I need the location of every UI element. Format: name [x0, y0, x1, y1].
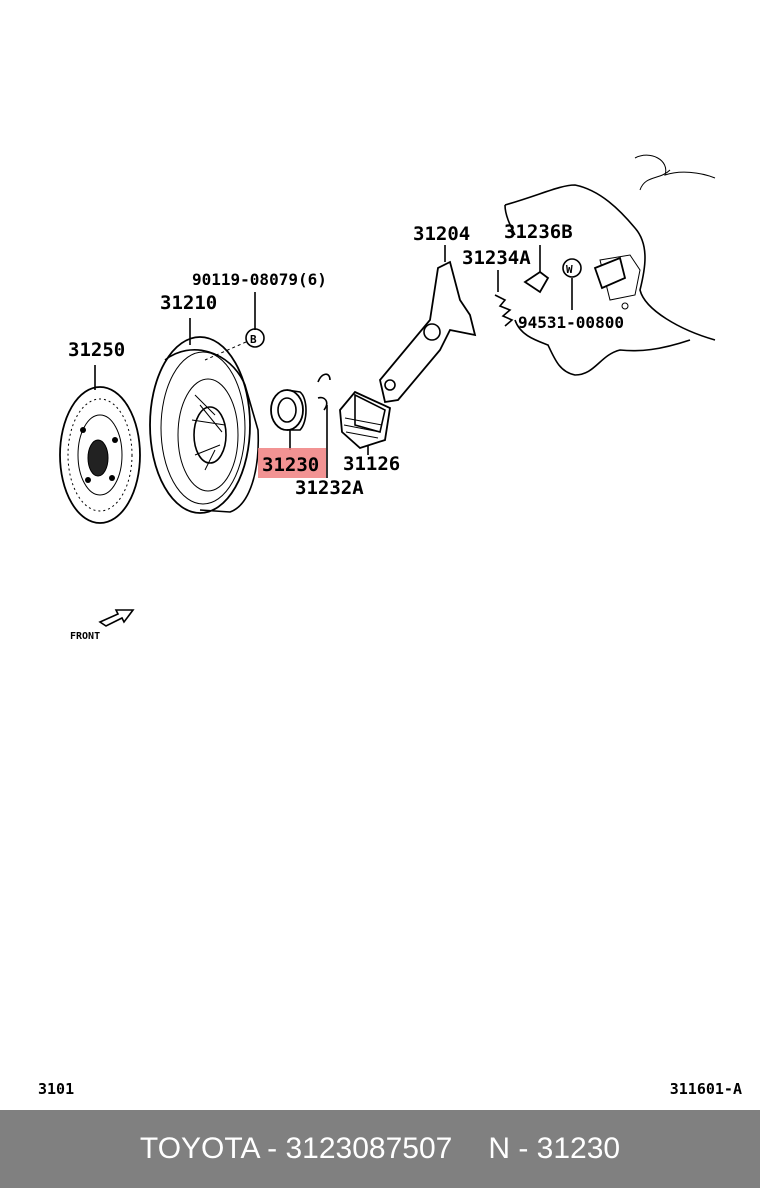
hub-clip-31232A: [317, 373, 331, 478]
release-fork-31204: [379, 245, 477, 404]
figure-number: 311601-A: [669, 1080, 742, 1098]
clutch-cover-31210: [149, 318, 260, 514]
plug-callout-94531: [562, 256, 627, 310]
label-31250: 31250: [68, 339, 125, 361]
front-arrow-icon: [98, 609, 135, 627]
front-label: FRONT: [70, 631, 100, 642]
release-bearing-31230: [270, 389, 307, 450]
label-31232A: 31232A: [295, 477, 364, 499]
callout-b: B: [250, 333, 257, 346]
label-31234A: 31234A: [462, 247, 531, 269]
transmission-housing: [504, 154, 716, 376]
parts-diagram: 31250 31210 90119-08079(6) 31230 31232A …: [59, 154, 716, 642]
boot-31126: [339, 390, 391, 455]
callout-w: W: [566, 263, 573, 276]
pivot-31236B: [523, 245, 550, 294]
sheet-number: 3101: [38, 1080, 75, 1098]
bolt-callout-90119: [204, 292, 265, 361]
label-90119: 90119-08079(6): [192, 270, 327, 289]
label-31236B: 31236B: [504, 221, 573, 243]
footer-bar: TOYOTA - 3123087507 N - 31230: [0, 1110, 760, 1188]
footer-brand-part: TOYOTA - 3123087507: [139, 1132, 453, 1165]
spring-31234A: [494, 270, 514, 327]
label-94531: 94531-00800: [518, 313, 624, 332]
highlight-31230: [258, 448, 326, 478]
label-31210: 31210: [160, 292, 217, 314]
clutch-disc-31250: [59, 365, 141, 524]
label-31230: 31230: [262, 454, 319, 476]
label-31204: 31204: [413, 223, 470, 245]
label-31126: 31126: [343, 453, 400, 475]
footer-ref: N - 31230: [488, 1132, 621, 1165]
